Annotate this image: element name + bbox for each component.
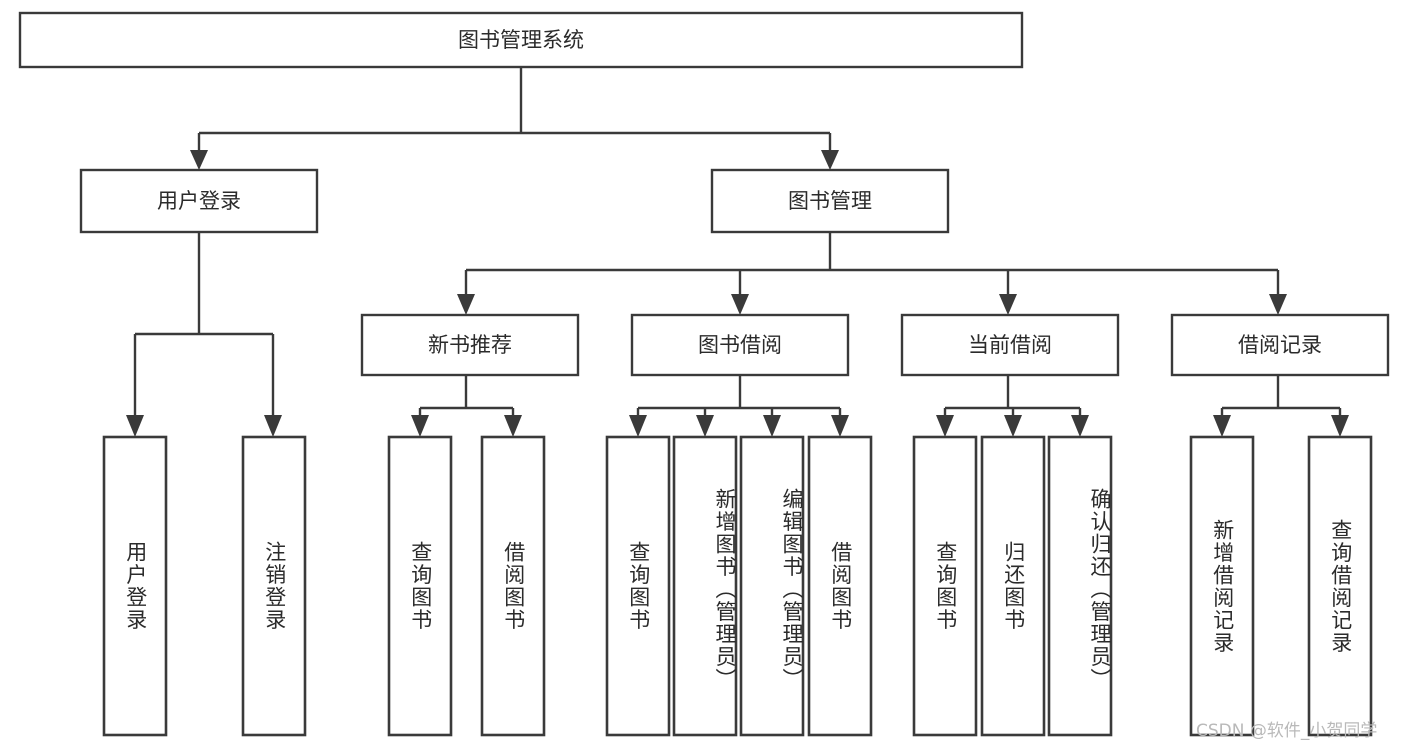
node-book-management-box[interactable] (710, 168, 950, 234)
arrow-head-icon (1071, 415, 1089, 437)
arrow-head-icon (264, 415, 282, 437)
leaf-box-logout-login[interactable] (241, 435, 307, 737)
node-root-box[interactable] (18, 11, 1024, 69)
arrow-head-icon (1213, 415, 1231, 437)
arrow-head-icon (126, 415, 144, 437)
node-borrow-record[interactable]: 借阅记录 (1170, 313, 1390, 377)
arrow-head-icon (821, 150, 839, 170)
node-root[interactable]: 图书管理系统 (18, 11, 1024, 69)
arrow-head-icon (457, 294, 475, 315)
node-current-borrow-box[interactable] (900, 313, 1120, 377)
arrow-head-icon (731, 294, 749, 315)
leaf-box-add-record[interactable] (1189, 435, 1255, 737)
arrow-head-icon (831, 415, 849, 437)
leaf-box-return-book[interactable] (980, 435, 1046, 737)
connector-bookborrow-to-leaves (629, 375, 849, 437)
leaf-box-borrow-book-2[interactable] (807, 435, 873, 737)
node-user-login-box[interactable] (79, 168, 319, 234)
node-new-book-recommend-box[interactable] (360, 313, 580, 377)
leaf-box-edit-book[interactable] (739, 435, 805, 737)
node-book-borrow[interactable]: 图书借阅 (630, 313, 850, 377)
leaf-box-query-book-1[interactable] (387, 435, 453, 737)
connector-root-to-level1 (190, 67, 839, 170)
leaf-box-borrow-book-1[interactable] (480, 435, 546, 737)
node-borrow-record-box[interactable] (1170, 313, 1390, 377)
arrow-head-icon (763, 415, 781, 437)
node-book-borrow-label: 图书借阅 (698, 333, 782, 357)
arrow-head-icon (190, 150, 208, 170)
node-user-login[interactable]: 用户登录 (79, 168, 319, 234)
node-book-borrow-box[interactable] (630, 313, 850, 377)
connector-newbook-to-leaves (411, 375, 522, 437)
connector-borrowrecord-to-leaves (1213, 375, 1349, 437)
arrow-head-icon (999, 294, 1017, 315)
node-current-borrow-label: 当前借阅 (968, 333, 1052, 357)
arrow-head-icon (629, 415, 647, 437)
leaf-box-query-book-3[interactable] (912, 435, 978, 737)
connector-currentborrow-to-leaves (936, 375, 1089, 437)
node-book-management-label: 图书管理 (788, 189, 872, 213)
connector-userlogin-to-leaves (126, 232, 282, 437)
arrow-head-icon (504, 415, 522, 437)
leaf-box-user-login[interactable] (102, 435, 168, 737)
node-borrow-record-label: 借阅记录 (1238, 333, 1322, 357)
watermark: CSDN @软件_小贺同学 (1196, 721, 1378, 741)
node-new-book-recommend[interactable]: 新书推荐 (360, 313, 580, 377)
arrow-head-icon (696, 415, 714, 437)
arrow-head-icon (1331, 415, 1349, 437)
node-root-label: 图书管理系统 (458, 28, 584, 52)
node-book-management[interactable]: 图书管理 (710, 168, 950, 234)
leaf-box-query-book-2[interactable] (605, 435, 671, 737)
connector-bookmgmt-to-level2 (457, 232, 1287, 315)
node-new-book-recommend-label: 新书推荐 (428, 333, 512, 357)
leaf-box-query-record[interactable] (1307, 435, 1373, 737)
node-current-borrow[interactable]: 当前借阅 (900, 313, 1120, 377)
arrow-head-icon (411, 415, 429, 437)
arrow-head-icon (936, 415, 954, 437)
arrow-head-icon (1269, 294, 1287, 315)
arrow-head-icon (1004, 415, 1022, 437)
leaf-box-confirm-return[interactable] (1047, 435, 1113, 737)
leaf-box-add-book[interactable] (672, 435, 738, 737)
node-user-login-label: 用户登录 (157, 189, 241, 213)
